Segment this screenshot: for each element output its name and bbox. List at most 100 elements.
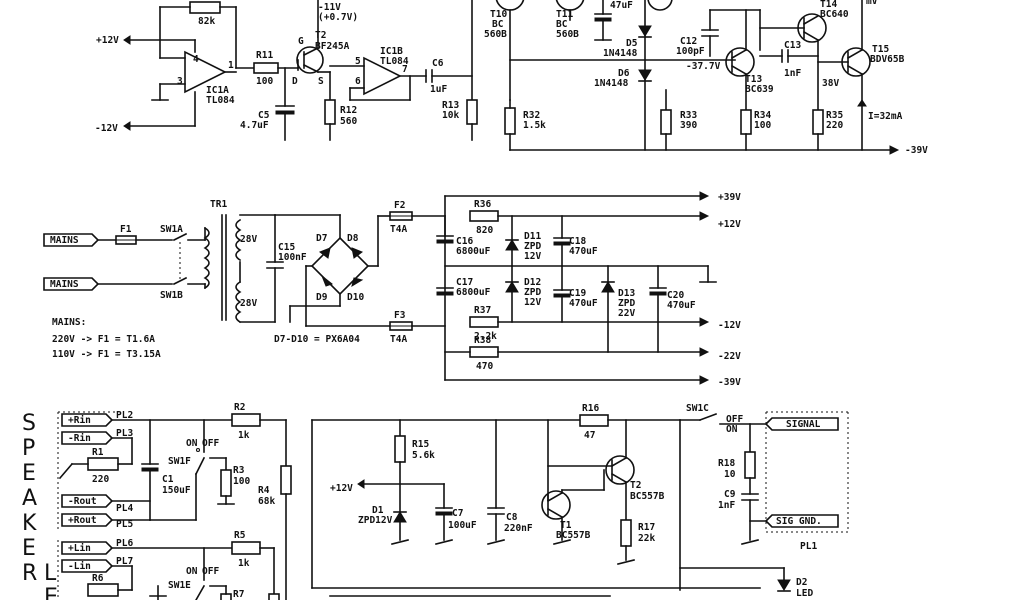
label-d13-value: 22V xyxy=(618,308,635,319)
label-speaker-ev: E xyxy=(44,585,58,600)
label-pin5: 5 xyxy=(355,56,361,67)
label-speaker-r: R xyxy=(22,561,37,586)
label-lin-p: +Lin xyxy=(68,543,91,554)
label-r5: R5 xyxy=(234,530,246,541)
label-pin4: 4 xyxy=(193,54,199,65)
label-pin7: 7 xyxy=(402,64,408,75)
label-pl5: PL5 xyxy=(116,519,133,530)
label-d9: D9 xyxy=(316,292,328,303)
label-r34: R34 xyxy=(754,110,771,121)
label-c12: C12 xyxy=(680,36,697,47)
label-s: S xyxy=(318,76,324,87)
label-mains-110: 110V -> F1 = T3.15A xyxy=(52,349,161,360)
label-c18: C18 xyxy=(569,236,586,247)
label-r4: R4 xyxy=(258,485,270,496)
label-r2-value: 1k xyxy=(238,430,250,441)
label-d12: D12 xyxy=(524,277,541,288)
label-c7: C7 xyxy=(452,508,463,519)
resistor-r3 xyxy=(220,469,232,497)
label-mv: mV xyxy=(866,0,878,7)
resistor-r38 xyxy=(469,346,499,358)
label-pl3: PL3 xyxy=(116,428,133,439)
label-r15: R15 xyxy=(412,439,429,450)
label-t2-bottom-part: BC557B xyxy=(630,491,665,502)
pin-plus-rin xyxy=(61,413,114,427)
label-d11-value: 12V xyxy=(524,251,541,262)
label-t14-part: BC640 xyxy=(820,9,849,20)
label-t11-p2: 560B xyxy=(556,29,579,40)
label-off1: OFF xyxy=(202,438,219,449)
label-sw1a: SW1A xyxy=(160,224,183,235)
label-speaker-e: E xyxy=(22,461,36,486)
resistor-r2 xyxy=(231,413,261,427)
label-c16-value: 6800uF xyxy=(456,246,491,257)
zener-d1 xyxy=(393,511,407,523)
zener-d11 xyxy=(505,239,519,251)
label-r13-value: 10k xyxy=(442,110,459,121)
label-c16: C16 xyxy=(456,236,473,247)
resistor-r13 xyxy=(466,99,478,125)
label-t2: T2 xyxy=(315,30,326,41)
label-t1: T1 xyxy=(560,520,572,531)
label-t15-part: BDV65B xyxy=(870,54,905,65)
resistor-82k xyxy=(189,1,221,14)
label-d2: D2 xyxy=(796,577,807,588)
label-d11-part: ZPD xyxy=(524,241,541,252)
label-t13: T13 xyxy=(745,74,762,85)
label-speaker-l: L xyxy=(44,561,57,586)
transistor-t13 xyxy=(725,47,755,77)
label-d5: D5 xyxy=(626,38,638,49)
label-t14: T14 xyxy=(820,0,837,10)
label-r6: R6 xyxy=(92,573,104,584)
label-c9-value: 1nF xyxy=(718,500,735,511)
label-c9: C9 xyxy=(724,489,736,500)
label-mains-note: MAINS: xyxy=(52,317,86,328)
amplifier-section: 82k 4 3 1 IC1A TL084 +12V -12V R11 100 xyxy=(95,0,928,156)
resistor-r15 xyxy=(394,435,406,463)
led-d2 xyxy=(777,579,791,591)
diode-d5 xyxy=(638,25,652,37)
label-on2: ON xyxy=(186,566,198,577)
label-sw1b: SW1B xyxy=(160,290,183,301)
label-t10-p2: 560B xyxy=(484,29,507,40)
label-r17-value: 22k xyxy=(638,533,655,544)
label-out-p12: +12V xyxy=(718,219,741,230)
label-rin-p: +Rin xyxy=(68,415,91,426)
label-i32: I=32mA xyxy=(868,111,903,122)
label-t11: T11 xyxy=(556,9,573,20)
label-c17: C17 xyxy=(456,277,473,288)
label-ic1a-part: TL084 xyxy=(206,95,235,106)
label-minus12-a: -12V xyxy=(95,123,118,134)
label-t13-part: BC639 xyxy=(745,84,774,95)
resistor-r17 xyxy=(620,519,632,547)
label-r18-value: 10 xyxy=(724,469,736,480)
label-r12-value: 560 xyxy=(340,116,357,127)
label-tr1: TR1 xyxy=(210,199,227,210)
label-speaker-s: S xyxy=(22,411,36,436)
resistor-r35 xyxy=(812,109,824,135)
resistor-r4-lower xyxy=(268,593,280,600)
label-28v-b: 28V xyxy=(240,298,257,309)
label-signal: SIGNAL xyxy=(786,419,821,430)
label-r33-value: 390 xyxy=(680,120,697,131)
label-ic1b: IC1B xyxy=(380,46,403,57)
label-speaker-p: P xyxy=(22,436,35,461)
label-mains2: MAINS xyxy=(50,279,79,290)
power-supply-section: MAINS MAINS F1 SW1A SW1B TR1 28V 28V xyxy=(43,191,741,388)
pin-signal xyxy=(764,417,839,431)
resistor-r36 xyxy=(469,210,499,222)
label-c19-value: 470uF xyxy=(569,298,598,309)
zener-d12 xyxy=(505,281,519,293)
label-on1: ON xyxy=(186,438,198,449)
label-r38-value: 470 xyxy=(476,361,493,372)
label-pl7: PL7 xyxy=(116,556,133,567)
label-t2-bottom: T2 xyxy=(630,480,641,491)
speaker-level-section: S P E A K E R L E +Rin PL2 -Rin PL3 -Rou… xyxy=(22,402,849,600)
label-out-m12: -12V xyxy=(718,320,741,331)
label-f2: F2 xyxy=(394,200,405,211)
label-t10: T10 xyxy=(490,9,507,20)
resistor-r6 xyxy=(87,583,119,597)
label-out-m39: -39V xyxy=(718,377,741,388)
resistor-r11 xyxy=(253,62,279,74)
label-r35: R35 xyxy=(826,110,843,121)
